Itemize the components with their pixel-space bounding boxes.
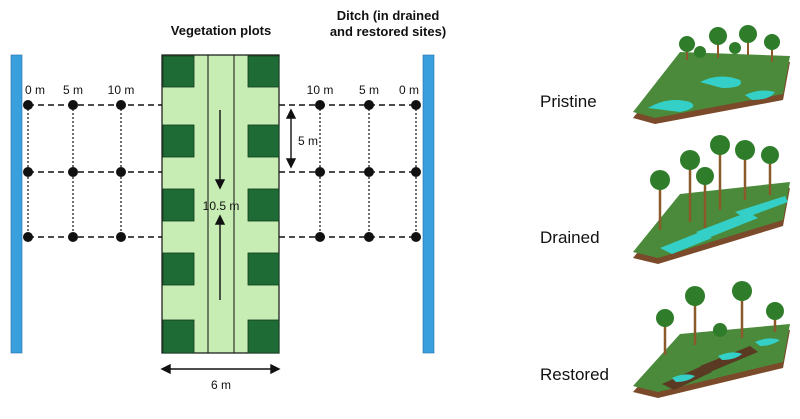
vegetation-plots-title: Vegetation plots xyxy=(171,23,271,38)
distance-label-right-10: 10 m xyxy=(307,83,334,97)
inner-distance-label: 10.5 m xyxy=(203,199,240,213)
restored-peatland-illustration xyxy=(633,281,790,398)
inner-distance-arrows xyxy=(214,110,226,300)
site-label-pristine: Pristine xyxy=(540,92,597,111)
distance-label-right-0: 0 m xyxy=(399,83,419,97)
right-ditch xyxy=(422,54,435,354)
width-label: 6 m xyxy=(211,378,231,392)
sampling-points xyxy=(23,100,421,242)
drained-peatland-illustration xyxy=(633,135,790,264)
left-ditch xyxy=(10,54,23,354)
site-label-drained: Drained xyxy=(540,228,600,247)
site-label-restored: Restored xyxy=(540,365,609,384)
vegetation-plot-squares xyxy=(162,55,280,354)
distance-label-left-0: 0 m xyxy=(25,83,45,97)
pristine-peatland-illustration xyxy=(633,25,790,124)
transect-lines xyxy=(28,104,416,238)
width-arrow xyxy=(160,363,281,375)
distance-label-left-5: 5 m xyxy=(63,83,83,97)
spacing-arrow xyxy=(285,108,297,169)
distance-label-right-5: 5 m xyxy=(359,83,379,97)
ditch-title-line1: Ditch (in drained xyxy=(337,8,440,23)
ditch-title-line2: and restored sites) xyxy=(330,24,446,39)
distance-label-left-10: 10 m xyxy=(108,83,135,97)
spacing-label: 5 m xyxy=(298,134,318,148)
